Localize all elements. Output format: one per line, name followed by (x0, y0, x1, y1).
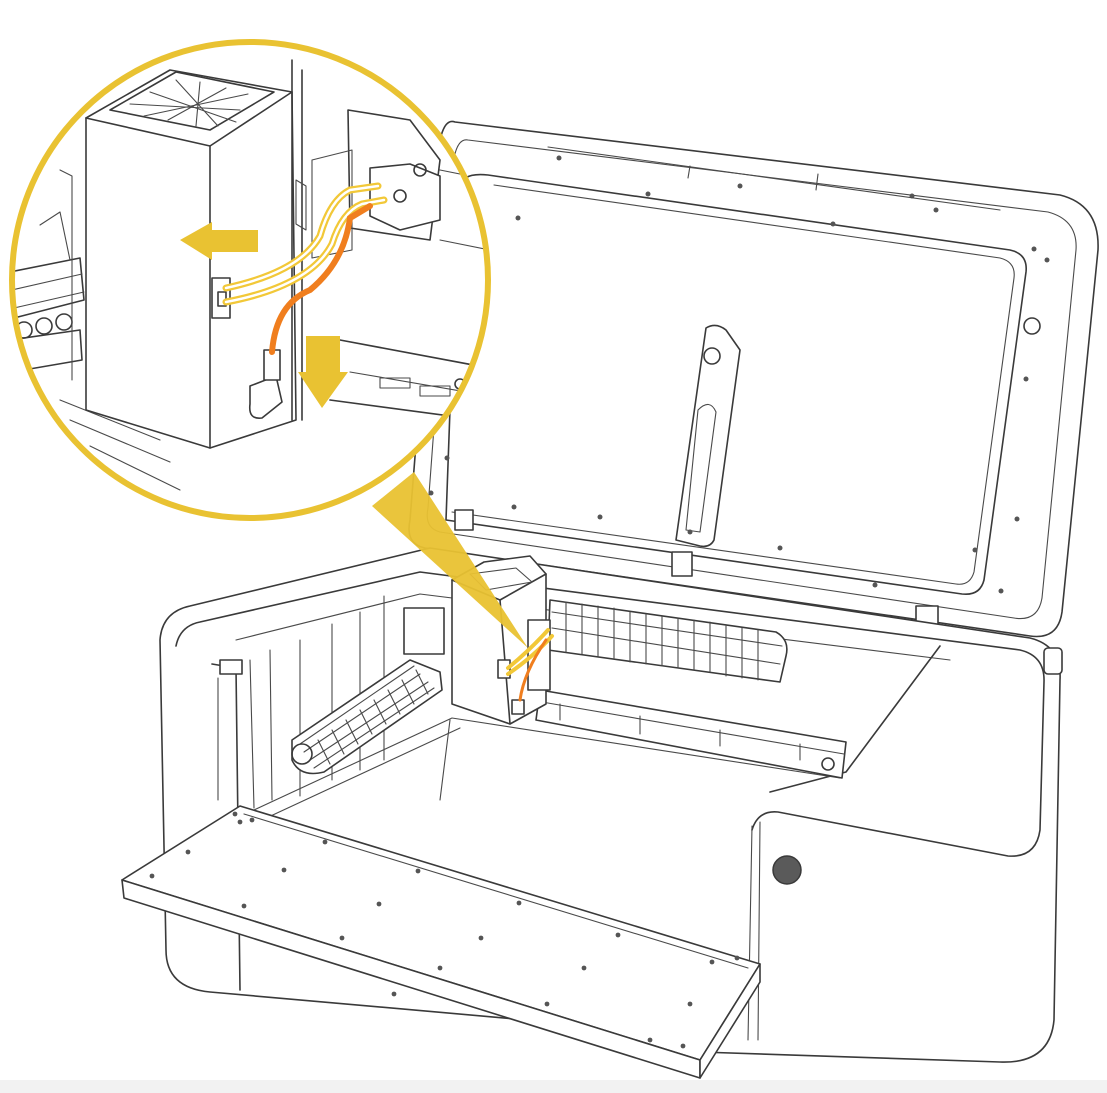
footer-strip (0, 1080, 1107, 1093)
front-door (121, 805, 761, 1079)
arrow-left-icon (180, 222, 258, 260)
laser-head (403, 555, 554, 725)
gantry-rail (535, 689, 847, 779)
lid-screws (428, 155, 1050, 594)
callout-pointer (372, 472, 528, 648)
arrow-down-icon (298, 336, 348, 408)
side-knob (1043, 647, 1063, 675)
drag-chain-left (291, 659, 443, 775)
power-button (772, 855, 802, 885)
callout-magnifier (9, 39, 491, 521)
drag-chain-right (547, 599, 788, 683)
door-screws (149, 811, 740, 1049)
